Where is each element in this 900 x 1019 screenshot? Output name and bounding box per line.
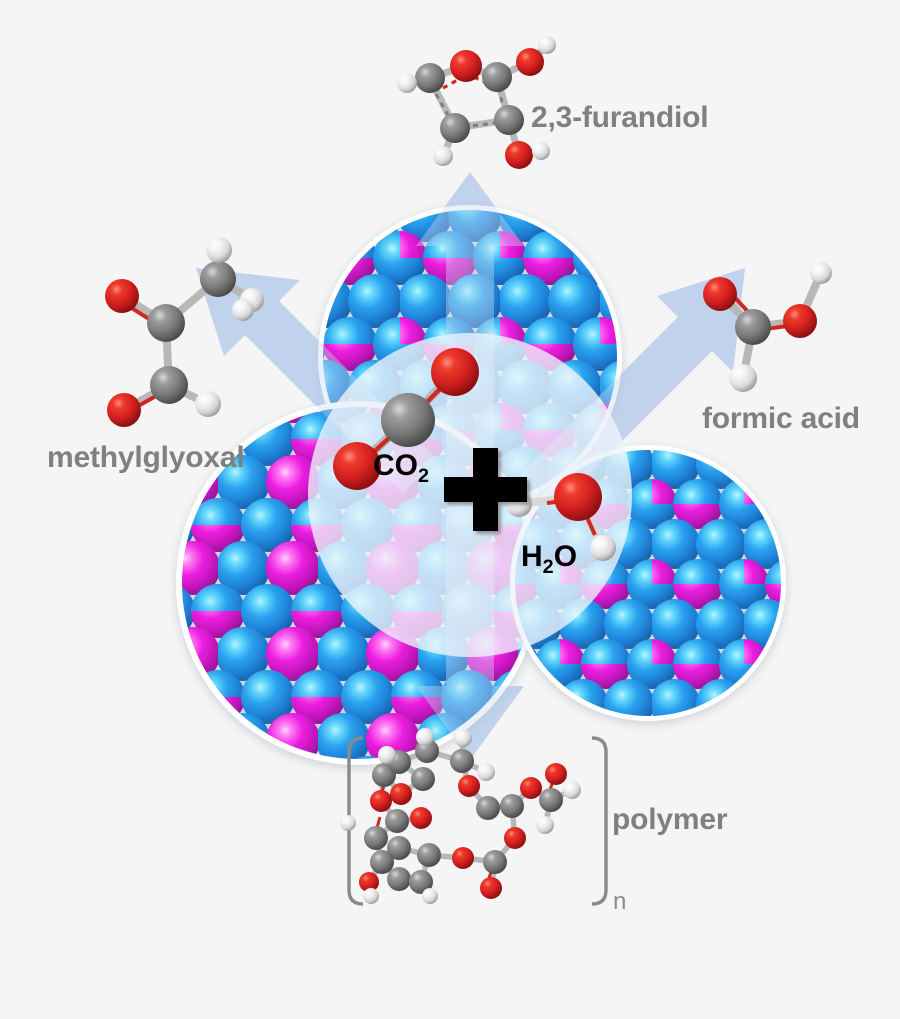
atom-carbon bbox=[482, 62, 512, 92]
atom-hydrogen bbox=[397, 73, 417, 93]
atom-carbon bbox=[387, 836, 411, 860]
atom-carbon bbox=[411, 767, 435, 791]
atom-oxygen bbox=[359, 872, 379, 892]
atom-hydrogen bbox=[433, 146, 453, 166]
formula-co2-subscript: 2 bbox=[418, 465, 430, 487]
atom-oxygen bbox=[505, 141, 533, 169]
label-methylglyoxal: methylglyoxal bbox=[47, 441, 245, 474]
atom-oxygen bbox=[452, 847, 474, 869]
atom-oxygen bbox=[390, 783, 412, 805]
atom-hydrogen bbox=[363, 888, 379, 904]
bracket-right bbox=[591, 736, 608, 906]
atom-carbon bbox=[483, 850, 507, 874]
atom-carbon bbox=[476, 796, 500, 820]
label-polymer: polymer bbox=[612, 803, 728, 836]
atom-hydrogen bbox=[810, 262, 832, 284]
atom-carbon bbox=[364, 826, 388, 850]
atom-oxygen bbox=[783, 304, 817, 338]
atom-carbon bbox=[409, 870, 433, 894]
atom-oxygen bbox=[450, 50, 482, 82]
atom-oxygen bbox=[370, 790, 392, 812]
atom-carbon bbox=[539, 788, 563, 812]
atom-carbon bbox=[440, 113, 470, 143]
label-polymer-subscript-n: n bbox=[613, 888, 627, 915]
atom-hydrogen bbox=[563, 781, 581, 799]
formula-h2o-text: H bbox=[521, 540, 543, 573]
atom-hydrogen bbox=[422, 888, 438, 904]
atom-carbon bbox=[370, 850, 394, 874]
atom-oxygen bbox=[107, 393, 141, 427]
atom-hydrogen bbox=[477, 763, 495, 781]
atom-carbon bbox=[500, 794, 524, 818]
atom-carbon bbox=[494, 105, 524, 135]
atom-carbon bbox=[450, 749, 474, 773]
molecule-polymer bbox=[340, 728, 608, 906]
formula-h2o-subscript: 2 bbox=[542, 556, 554, 578]
atom-oxygen bbox=[703, 277, 737, 311]
atom-carbon bbox=[147, 304, 185, 342]
molecule-furandiol bbox=[397, 36, 556, 169]
atom-hydrogen bbox=[206, 237, 232, 263]
formula-co2-text: CO bbox=[373, 449, 418, 482]
atom-oxygen bbox=[105, 279, 139, 313]
atom-oxygen bbox=[520, 777, 542, 799]
atom-oxygen bbox=[516, 48, 544, 76]
atom-hydrogen bbox=[729, 364, 757, 392]
molecule-water bbox=[506, 473, 616, 561]
atom-hydrogen bbox=[340, 815, 356, 831]
molecule-formic-acid bbox=[703, 262, 832, 392]
atom-oxygen bbox=[480, 877, 502, 899]
atom-carbon bbox=[415, 63, 445, 93]
atom-oxygen bbox=[458, 775, 480, 797]
atom-oxygen bbox=[431, 348, 479, 396]
atom-hydrogen bbox=[378, 746, 396, 764]
atom-hydrogen bbox=[454, 729, 472, 747]
atom-carbon bbox=[735, 309, 771, 345]
atom-carbon bbox=[381, 393, 435, 447]
atom-oxygen bbox=[545, 763, 567, 785]
plus-operator-icon bbox=[444, 448, 527, 531]
molecule-co2 bbox=[333, 348, 479, 490]
atom-hydrogen bbox=[532, 142, 550, 160]
label-furandiol: 2,3-furandiol bbox=[531, 101, 709, 134]
molecule-methylglyoxal bbox=[105, 237, 264, 427]
atom-hydrogen bbox=[195, 391, 221, 417]
atom-oxygen bbox=[554, 473, 602, 521]
atom-hydrogen bbox=[536, 816, 554, 834]
atom-hydrogen bbox=[538, 36, 556, 54]
atom-carbon bbox=[150, 366, 188, 404]
atom-oxygen bbox=[410, 807, 432, 829]
atom-carbon bbox=[385, 809, 409, 833]
formula-h2o: H2O bbox=[521, 540, 577, 579]
atom-hydrogen bbox=[232, 299, 254, 321]
atom-oxygen bbox=[504, 827, 526, 849]
formula-h2o-tail: O bbox=[553, 540, 578, 573]
label-formic-acid: formic acid bbox=[702, 402, 860, 435]
atom-hydrogen bbox=[416, 728, 434, 746]
formula-co2: CO2 bbox=[373, 449, 429, 488]
atom-oxygen bbox=[333, 442, 381, 490]
atom-carbon bbox=[417, 843, 441, 867]
atom-carbon bbox=[387, 867, 411, 891]
atom-carbon bbox=[200, 261, 236, 297]
atom-hydrogen bbox=[590, 535, 616, 561]
